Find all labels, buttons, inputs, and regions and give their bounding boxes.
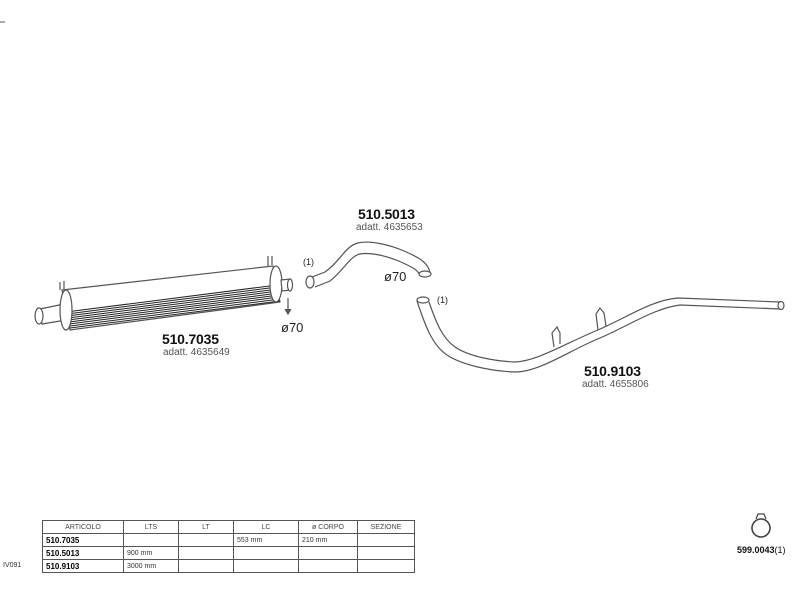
clamp-ring bbox=[751, 518, 771, 538]
table-row: 510.9103 3000 mm bbox=[42, 559, 415, 573]
bend-pipe-inlet bbox=[305, 275, 315, 289]
table-cell: 510.5013 bbox=[42, 546, 124, 560]
clamp-code: 599.0043(1) bbox=[737, 545, 786, 555]
table-row: 510.5013 900 mm bbox=[42, 546, 415, 560]
bend-pipe-diameter: ø70 bbox=[384, 269, 407, 284]
parts-table: ARTICOLO LTS LT LC ø CORPO SEZIONE 510.7… bbox=[42, 520, 415, 573]
bend-pipe-adatt: adatt. 4635653 bbox=[356, 222, 423, 233]
table-cell bbox=[178, 559, 234, 573]
bend-pipe-outlet bbox=[418, 270, 432, 278]
muffler-stripes bbox=[65, 284, 281, 329]
muffler-drawing bbox=[34, 256, 294, 331]
clamp-drawing bbox=[751, 513, 771, 538]
col-sezione: SEZIONE bbox=[357, 520, 415, 534]
tail-pipe-lower-edge bbox=[416, 300, 781, 373]
tail-pipe-inlet bbox=[416, 296, 430, 304]
clamp-code-text: 599.0043 bbox=[737, 545, 775, 555]
col-articolo: ARTICOLO bbox=[42, 520, 124, 534]
bend-pipe-upper-edge bbox=[311, 241, 431, 278]
table-cell bbox=[178, 533, 234, 547]
table-cell: 3000 mm bbox=[123, 559, 179, 573]
tail-pipe-hanger-1 bbox=[551, 325, 561, 348]
table-cell: 900 mm bbox=[123, 546, 179, 560]
col-lts: LTS bbox=[123, 520, 179, 534]
clamp-qty: (1) bbox=[774, 545, 786, 555]
tail-pipe-hanger-2 bbox=[595, 306, 607, 331]
table-row: 510.7035 553 mm 210 mm bbox=[42, 533, 415, 547]
table-cell bbox=[357, 559, 415, 573]
table-cell bbox=[233, 559, 299, 573]
table-side-code: IV091 bbox=[3, 562, 22, 569]
table-cell: 210 mm bbox=[298, 533, 358, 547]
table-cell bbox=[357, 546, 415, 560]
muffler-rear-cap bbox=[269, 265, 283, 303]
muffler-rear-bracket bbox=[267, 256, 273, 266]
table-cell bbox=[233, 546, 299, 560]
muffler-diameter: ø70 bbox=[281, 320, 304, 335]
table-cell: 510.9103 bbox=[42, 559, 124, 573]
table-cell: 553 mm bbox=[233, 533, 299, 547]
col-corpo: ø CORPO bbox=[298, 520, 358, 534]
muffler-adatt: adatt. 4635649 bbox=[163, 347, 230, 358]
tail-pipe-upper-edge bbox=[428, 297, 781, 363]
table-cell bbox=[357, 533, 415, 547]
muffler-code: 510.7035 bbox=[162, 331, 219, 347]
bend-pipe-code: 510.5013 bbox=[358, 206, 415, 222]
table-cell: 510.7035 bbox=[42, 533, 124, 547]
tail-pipe-outlet bbox=[777, 300, 785, 311]
tail-pipe-code: 510.9103 bbox=[584, 363, 641, 379]
col-lc: LC bbox=[233, 520, 299, 534]
tail-pipe-adatt: adatt. 4655806 bbox=[582, 379, 649, 390]
table-cell bbox=[123, 533, 179, 547]
tail-pipe-drawing bbox=[416, 296, 785, 373]
tail-pipe-note: (1) bbox=[437, 295, 448, 305]
bend-pipe-lower-edge bbox=[314, 252, 421, 288]
muffler-front-bracket bbox=[59, 281, 65, 290]
muffler-inlet-opening bbox=[34, 307, 44, 325]
table-cell bbox=[298, 559, 358, 573]
table-cell bbox=[298, 546, 358, 560]
muffler-front-cap bbox=[59, 289, 73, 331]
bend-pipe-drawing bbox=[305, 241, 432, 289]
bend-pipe-note: (1) bbox=[303, 257, 314, 267]
table-header-row: ARTICOLO LTS LT LC ø CORPO SEZIONE bbox=[42, 520, 415, 534]
col-lt: LT bbox=[178, 520, 234, 534]
table-cell bbox=[178, 546, 234, 560]
